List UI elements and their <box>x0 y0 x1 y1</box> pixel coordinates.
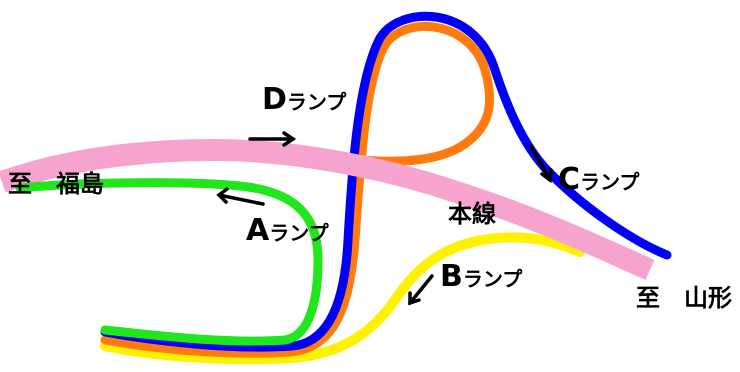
ramp-b-road <box>100 232 585 365</box>
mainline-road <box>0 139 655 281</box>
destination-fukushima: 至 福島 <box>8 170 104 198</box>
ramp-b-label: Bランプ <box>440 262 522 292</box>
arrow-c-down <box>529 144 553 184</box>
ramp-b-kana: ランプ <box>462 267 523 291</box>
arrow-d-right <box>248 131 297 147</box>
ramp-d-letter: D <box>262 82 287 117</box>
arrow-a-left <box>216 187 265 206</box>
ramp-c-kana: ランプ <box>580 170 640 194</box>
arrow-b-down-left <box>408 274 434 306</box>
ramp-a-letter: A <box>246 213 270 248</box>
ramp-d-kana: ランプ <box>286 90 347 114</box>
ramp-a-kana: ランプ <box>269 221 329 245</box>
ramp-d-label: Dランプ <box>262 85 346 115</box>
ramp-c-label: Cランプ <box>558 165 639 195</box>
ramp-b-letter: B <box>440 259 463 294</box>
destination-yamagata: 至 山形 <box>636 284 732 312</box>
ramp-a-road <box>15 178 323 346</box>
ramp-c-letter: C <box>558 162 581 197</box>
ramp-a-label: Aランプ <box>246 216 329 246</box>
mainline-label: 本線 <box>448 200 496 228</box>
